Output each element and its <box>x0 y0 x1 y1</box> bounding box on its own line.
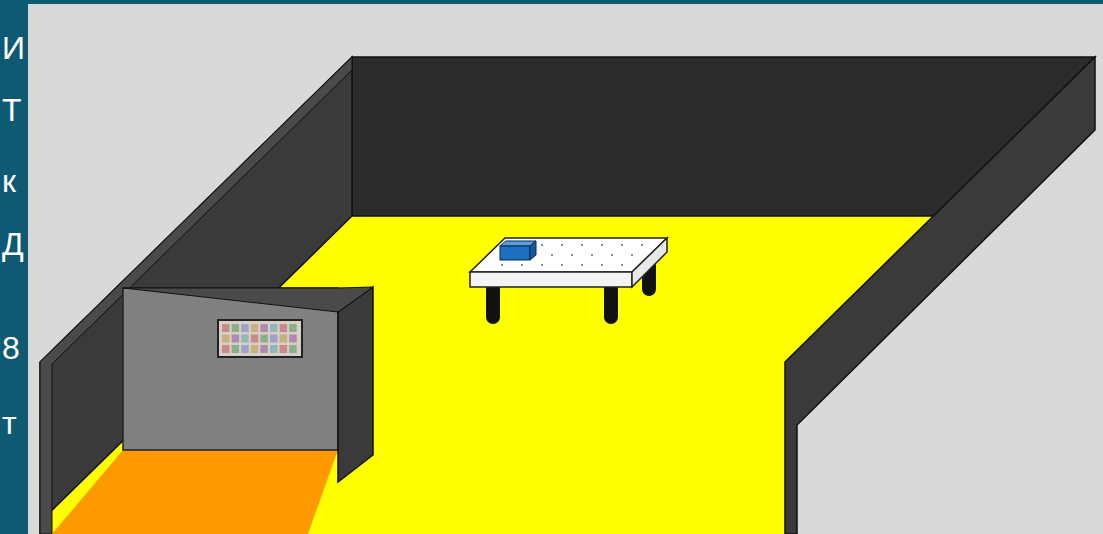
table-leg <box>486 282 500 324</box>
side-letter: И <box>2 30 25 66</box>
table-leg <box>604 282 618 324</box>
picture-cell <box>260 324 268 332</box>
blue-box <box>500 246 530 260</box>
small-room-floor <box>52 450 338 534</box>
side-letter: т <box>2 405 17 441</box>
table-hole <box>581 244 583 246</box>
picture-cell <box>222 345 230 353</box>
picture-cell <box>280 335 288 343</box>
picture-cell <box>280 324 288 332</box>
picture-grid <box>222 324 297 353</box>
picture-cell <box>232 335 240 343</box>
picture-cell <box>222 335 230 343</box>
picture-cell <box>270 324 278 332</box>
table-hole <box>601 264 603 266</box>
picture-cell <box>280 345 288 353</box>
table-hole <box>521 264 523 266</box>
table-hole <box>541 264 543 266</box>
table-hole <box>501 264 503 266</box>
top-band <box>0 0 1103 4</box>
table-hole <box>561 244 563 246</box>
small-room-wall <box>123 288 338 450</box>
table-hole <box>561 264 563 266</box>
picture-cell <box>270 345 278 353</box>
side-letter: 8 <box>2 330 20 366</box>
table-hole <box>591 254 593 256</box>
table-hole <box>551 254 553 256</box>
picture-cell <box>251 324 258 332</box>
picture-cell <box>289 335 297 343</box>
table-edge <box>470 272 632 287</box>
table-hole <box>621 244 623 246</box>
wall-picture <box>218 320 302 357</box>
picture-cell <box>232 324 240 332</box>
picture-cell <box>232 345 240 353</box>
picture-cell <box>260 345 268 353</box>
partition-wall <box>338 287 373 482</box>
picture-cell <box>289 324 297 332</box>
picture-cell <box>241 324 249 332</box>
table-hole <box>581 264 583 266</box>
picture-cell <box>251 335 258 343</box>
partition-top <box>123 287 373 312</box>
blue-box-side <box>530 241 536 260</box>
side-letter: к <box>2 163 16 199</box>
table-hole <box>571 254 573 256</box>
table-hole <box>601 244 603 246</box>
picture-cell <box>222 324 230 332</box>
right-wall <box>785 57 1095 534</box>
table-hole <box>631 254 633 256</box>
side-letter: Т <box>2 92 22 128</box>
table-side <box>632 238 667 287</box>
table-hole <box>621 264 623 266</box>
side-text-column: ИТкД 8 т <box>0 0 28 534</box>
table-hole <box>611 254 613 256</box>
side-letter: Д <box>2 226 24 262</box>
picture-cell <box>270 335 278 343</box>
picture-cell <box>241 345 249 353</box>
table-hole <box>641 244 643 246</box>
side-band <box>0 0 28 534</box>
picture-cell <box>241 335 249 343</box>
table-hole <box>541 244 543 246</box>
picture-cell <box>251 345 258 353</box>
picture-cell <box>260 335 268 343</box>
picture-cell <box>289 345 297 353</box>
